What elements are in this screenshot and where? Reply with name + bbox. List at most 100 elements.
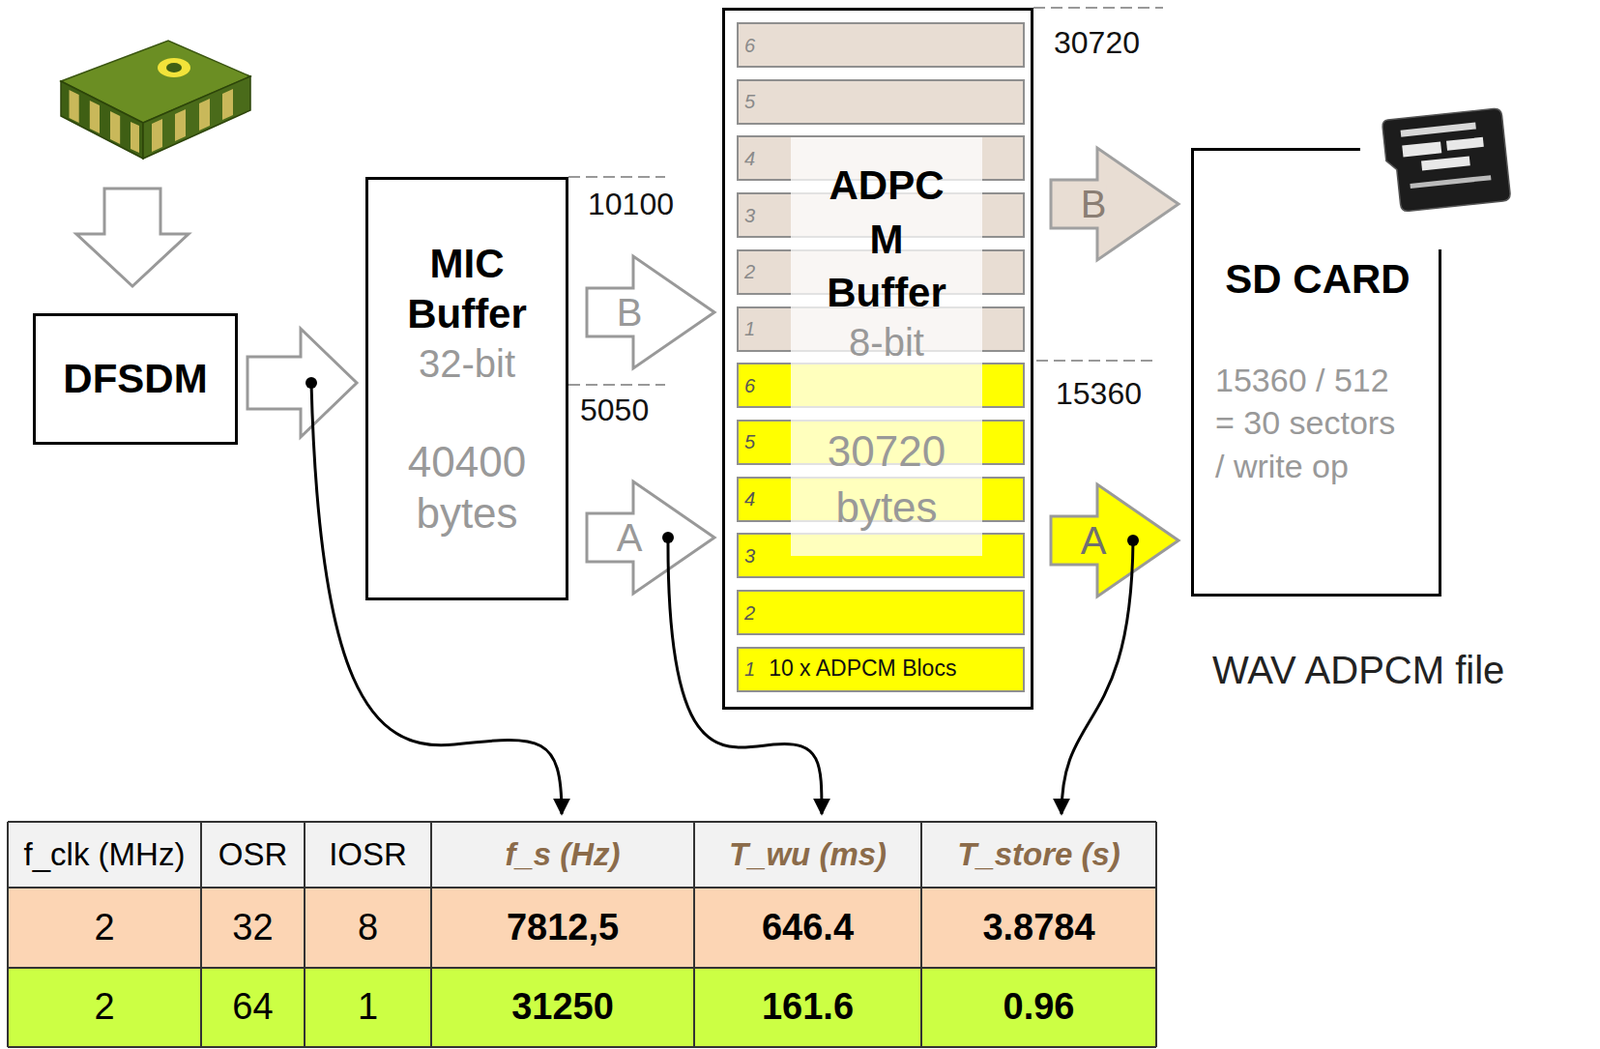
- block-arrow: [586, 481, 715, 594]
- table-cell: 2: [7, 967, 202, 1048]
- buffer-slot: 6: [736, 22, 1025, 68]
- chip-side: [60, 81, 144, 159]
- file-caption: WAV ADPCM file: [1212, 646, 1505, 694]
- table-cell: 7812,5: [431, 887, 695, 968]
- buffer-slot: 2: [736, 589, 1025, 636]
- label-panel: ADPC M Buffer8-bit 30720 bytes: [790, 137, 983, 556]
- slot-number: 1: [744, 317, 756, 341]
- table-rule: [430, 821, 433, 1048]
- buffer-slot: 1 10 x ADPCM Blocs: [736, 646, 1025, 693]
- chip-side: [143, 76, 251, 159]
- storage-box: SD CARD 15360 / 512 = 30 sectors / write …: [1191, 147, 1442, 597]
- table-rule: [1155, 821, 1158, 1048]
- card-print: [1401, 141, 1442, 157]
- table-rule: [7, 820, 1157, 823]
- slot-number: 5: [744, 89, 756, 114]
- slot-number: 6: [744, 33, 756, 58]
- box-title: MIC Buffer: [378, 238, 556, 341]
- table-rule: [920, 821, 923, 1048]
- offset-number: 10100: [587, 185, 674, 223]
- block-arrow: [586, 256, 715, 369]
- chip-pin: [89, 100, 100, 134]
- slot-number: 2: [744, 601, 756, 625]
- block-note: 10 x ADPCM Blocs: [768, 655, 957, 683]
- table-cell: 2: [7, 887, 202, 968]
- table-cell: 64: [201, 967, 305, 1048]
- table-cell: 0.96: [921, 967, 1157, 1048]
- leader-dot: [662, 531, 674, 544]
- chip-pin: [130, 121, 140, 153]
- card-print: [1409, 174, 1491, 189]
- table-header: f_s (Hz): [431, 821, 695, 888]
- dashed-line: [568, 383, 666, 386]
- box-detail: 32-bit: [418, 340, 516, 387]
- table-grid: [7, 821, 1157, 1048]
- table-cell: 161.6: [694, 967, 922, 1048]
- process-box: DFSDM: [32, 313, 238, 445]
- box-title: DFSDM: [62, 355, 207, 403]
- box-detail: 15360 / 512 = 30 sectors / write op: [1215, 358, 1409, 488]
- box-detail: 8-bit: [848, 319, 925, 366]
- box-detail: 40400 bytes: [378, 436, 556, 540]
- table-header: T_wu (ms): [694, 821, 922, 888]
- buffer-box: MIC Buffer32-bit 40400 bytes: [365, 176, 569, 601]
- offset-number: 5050: [580, 391, 649, 429]
- table-cell: 32: [201, 887, 305, 968]
- arrow-label: A: [1080, 521, 1107, 560]
- table-row-band: [7, 967, 1157, 1048]
- chip-pin: [110, 111, 120, 145]
- box-detail: 30720 bytes: [794, 423, 979, 534]
- table-rule: [7, 966, 1157, 969]
- card-print: [1446, 137, 1484, 151]
- slot-number: 2: [744, 260, 756, 284]
- table-header: f_clk (MHz): [7, 821, 202, 888]
- card-print: [1421, 155, 1471, 171]
- micro-sd-card: [1381, 108, 1511, 213]
- box-edge: [1438, 249, 1442, 594]
- box-title: ADPC M Buffer: [818, 158, 955, 320]
- slot-number: 6: [744, 374, 756, 398]
- box-title: SD CARD: [1203, 256, 1432, 303]
- table-rule: [303, 821, 306, 1048]
- chip-pin: [199, 98, 210, 131]
- table-rule: [6, 821, 9, 1048]
- slot-number: 5: [744, 430, 756, 454]
- slot-number: 3: [744, 544, 756, 568]
- chip-pin: [174, 109, 186, 142]
- slot-number: 3: [744, 203, 756, 228]
- table-cell: 1: [304, 967, 432, 1048]
- hollow-arrow: [76, 188, 189, 287]
- block-arrow: [1050, 147, 1179, 261]
- dashed-line: [1036, 359, 1159, 362]
- table-header: T_store (s): [921, 821, 1157, 888]
- table-header-band: [7, 821, 1157, 888]
- slot-number: 4: [744, 146, 756, 171]
- table-cell: 31250: [431, 967, 695, 1048]
- offset-number: 30720: [1053, 24, 1140, 61]
- arrow-label: B: [616, 292, 643, 332]
- block-arrow: [1050, 484, 1179, 597]
- table-rule: [693, 821, 696, 1048]
- slot-number: 1: [744, 657, 756, 681]
- table-row-band: [7, 887, 1157, 968]
- table-cell: 646.4: [694, 887, 922, 968]
- chip-pin: [151, 118, 163, 152]
- table-header: IOSR: [304, 821, 432, 888]
- buffer-box: 65432165432110 x ADPCM BlocsADPC M Buffe…: [722, 7, 1034, 710]
- table-rule: [7, 886, 1157, 889]
- chip-port: [157, 58, 191, 78]
- box-edge: [1191, 147, 1361, 151]
- leader-line: [1061, 540, 1134, 815]
- arrow-label: A: [616, 518, 643, 557]
- table-rule: [200, 821, 203, 1048]
- table-rule: [7, 1046, 1157, 1048]
- offset-number: 15360: [1055, 375, 1142, 412]
- table-cell: 8: [304, 887, 432, 968]
- table-header: OSR: [201, 821, 305, 888]
- chip-port-hole: [166, 62, 182, 73]
- card-print: [1400, 122, 1477, 138]
- dashed-line: [1033, 6, 1164, 9]
- leader-dot: [1127, 534, 1139, 547]
- buffer-slot: 5: [736, 79, 1025, 125]
